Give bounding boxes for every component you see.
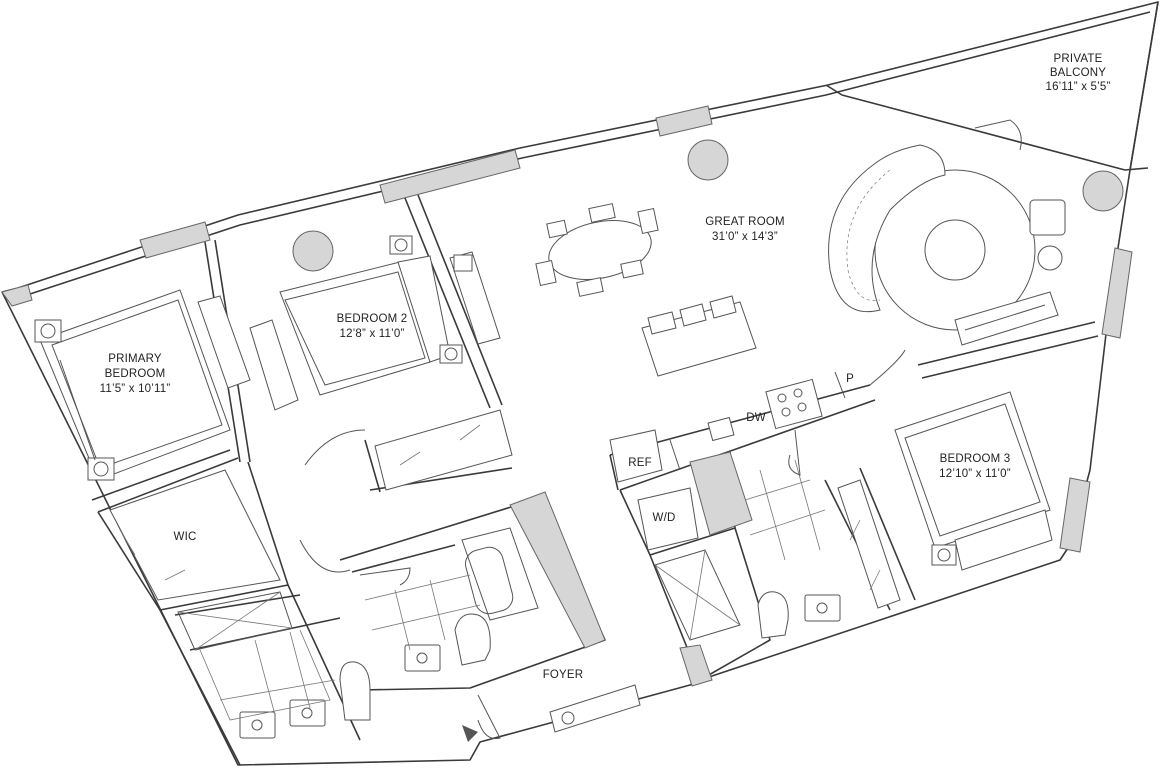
bath1-fixtures bbox=[177, 591, 371, 739]
balcony-dims: 16’11” x 5’5” bbox=[1045, 81, 1110, 93]
bath2-fixtures bbox=[359, 527, 539, 672]
entry-arrow-icon bbox=[462, 725, 478, 742]
foyer-label: FOYER bbox=[543, 669, 584, 681]
balcony-door bbox=[974, 119, 1022, 151]
living-area bbox=[828, 144, 1066, 346]
primary-label-line1: PRIMARY bbox=[108, 353, 162, 365]
ref-label: REF bbox=[628, 457, 652, 469]
plants bbox=[292, 139, 1124, 272]
pantry-label: P bbox=[846, 373, 854, 385]
fridge bbox=[609, 429, 663, 483]
kitchen-counter bbox=[669, 349, 906, 471]
dw-label: DW bbox=[746, 412, 766, 424]
bedroom2-furniture bbox=[249, 235, 513, 491]
balcony-label-line2: BALCONY bbox=[1050, 67, 1106, 79]
bedroom2-label: BEDROOM 2 bbox=[337, 313, 408, 325]
great-room-dims: 31’0” x 14’3” bbox=[712, 231, 778, 243]
dining-set bbox=[535, 203, 659, 297]
great-room-label: GREAT ROOM bbox=[705, 216, 785, 228]
wic-label: WIC bbox=[174, 531, 197, 543]
room-labels: PRIVATE BALCONY 16’11” x 5’5” GREAT ROOM… bbox=[100, 53, 1111, 681]
solid-masses bbox=[509, 451, 753, 687]
balcony-label-line1: PRIVATE bbox=[1054, 53, 1103, 65]
kitchen-island bbox=[641, 295, 757, 377]
primary-furniture bbox=[34, 289, 251, 481]
primary-label-line2: BEDROOM bbox=[105, 368, 166, 380]
bedroom3-label: BEDROOM 3 bbox=[940, 453, 1011, 465]
exterior-columns bbox=[1, 105, 1133, 553]
bath3-fixtures bbox=[654, 429, 841, 641]
bedroom2-dims: 12’8” x 11’0” bbox=[339, 328, 404, 340]
wic-shelves bbox=[109, 469, 281, 601]
bedroom3-furniture bbox=[837, 391, 1053, 609]
wd-label: W/D bbox=[653, 512, 676, 524]
foyer-elements bbox=[299, 539, 641, 740]
primary-dims: 11’5” x 10’11” bbox=[100, 383, 171, 395]
bedroom3-dims: 12’10” x 11’0” bbox=[939, 468, 1011, 480]
laundry bbox=[637, 487, 699, 551]
